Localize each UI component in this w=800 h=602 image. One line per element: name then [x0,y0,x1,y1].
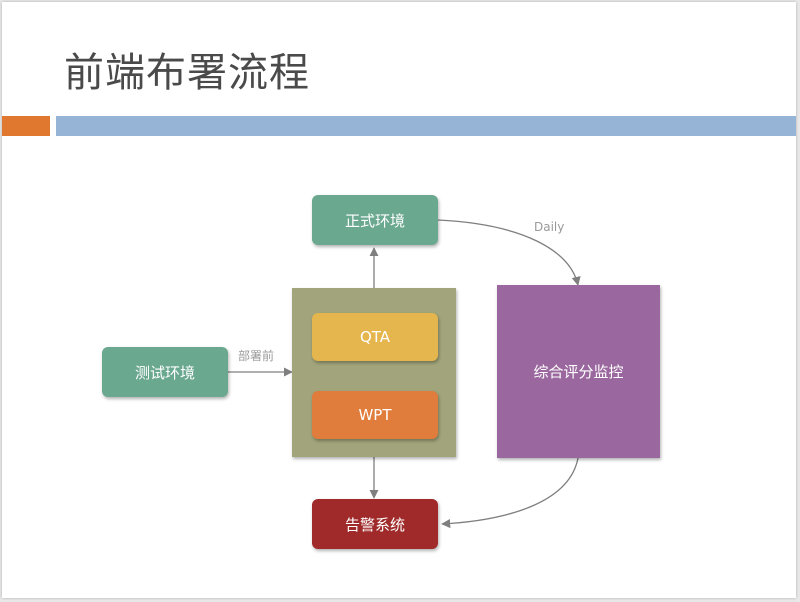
page-title: 前端布署流程 [64,50,310,96]
arrow-prod-to-monitor [437,219,581,286]
node-alarm: 告警系统 [312,499,438,549]
title-bar-blue [56,116,796,136]
title-bar-orange [2,116,50,136]
edge-label-pre-deploy: 部署前 [238,349,275,363]
arrow-monitor-to-alarm [441,457,579,529]
node-prod-env: 正式环境 [312,195,438,245]
edge-label-daily: Daily [534,220,565,234]
node-monitor: 综合评分监控 [497,285,660,458]
node-test-env: 测试环境 [102,347,228,397]
node-qta: QTA [312,313,438,361]
node-wpt: WPT [312,391,438,439]
